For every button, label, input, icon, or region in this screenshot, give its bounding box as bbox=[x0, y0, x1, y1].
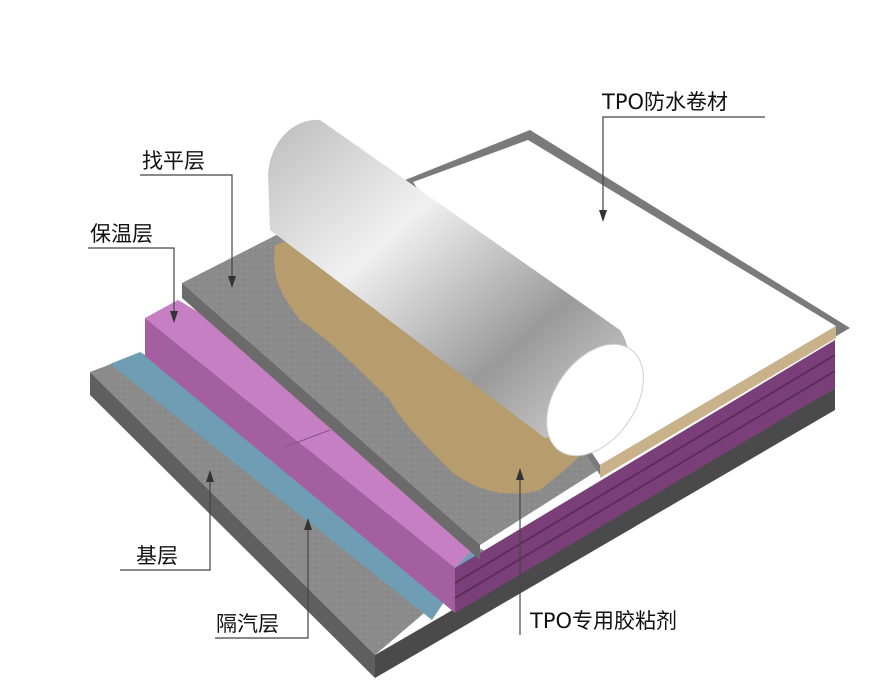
arrow-adhesive bbox=[516, 468, 524, 480]
base-slab-front bbox=[90, 372, 375, 678]
arrow-vapor bbox=[304, 518, 312, 530]
label-tpo-adhesive: TPO专用胶粘剂 bbox=[529, 609, 677, 633]
label-base-layer: 基层 bbox=[136, 544, 178, 568]
leveling-front bbox=[182, 283, 480, 560]
leader-vapor bbox=[215, 528, 309, 639]
roll-body bbox=[268, 119, 630, 438]
arrow-tpo-membrane bbox=[599, 210, 607, 222]
base-slab-side bbox=[375, 388, 835, 678]
label-tpo-membrane: TPO防水卷材 bbox=[601, 90, 728, 114]
label-vapor-barrier: 隔汽层 bbox=[216, 612, 279, 636]
adhesive-area bbox=[274, 238, 610, 494]
arrow-insulation bbox=[170, 311, 178, 323]
tpo-membrane bbox=[405, 130, 850, 478]
label-insulation-layer: 保温层 bbox=[90, 222, 153, 246]
leader-base bbox=[120, 480, 211, 571]
membrane-surface bbox=[413, 140, 836, 465]
insulation-joint bbox=[284, 429, 331, 448]
arrow-leveling bbox=[228, 276, 236, 288]
leader-leveling bbox=[140, 174, 233, 278]
membrane-roll bbox=[268, 119, 644, 457]
roll-end bbox=[546, 343, 644, 457]
leader-tpo-membrane bbox=[602, 116, 765, 212]
insulation-front bbox=[145, 318, 455, 613]
insulation-stripe bbox=[454, 370, 836, 599]
insulation-side bbox=[455, 340, 835, 613]
leader-insulation bbox=[88, 247, 175, 313]
label-leveling-layer: 找平层 bbox=[142, 149, 205, 173]
insulation-stripe bbox=[454, 354, 836, 584]
membrane-edge bbox=[600, 326, 836, 478]
arrow-base bbox=[206, 470, 214, 482]
leader-lines bbox=[88, 116, 765, 639]
